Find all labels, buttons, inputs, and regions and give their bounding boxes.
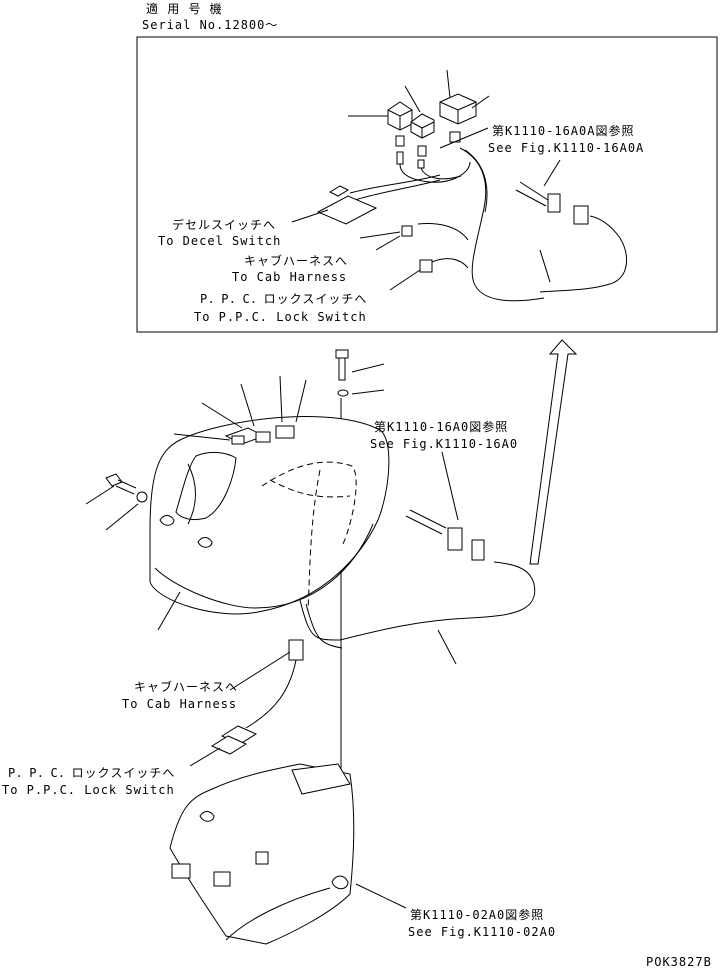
drawing-code: POK3827B [646, 955, 712, 969]
main-cab-jp: キャブハーネスへ [134, 680, 239, 694]
inset-harness [316, 147, 628, 302]
header-title-jp: 適 用 号 機 [146, 2, 223, 16]
inset-decel-jp: デセルスイッチへ [172, 218, 277, 232]
bolt [335, 349, 385, 397]
main-ppc-jp: P．P．C．ロックスイッチへ [8, 766, 176, 780]
main-ref2-en: See Fig.K1110-02A0 [408, 925, 557, 939]
main-ref1-jp: 第K1110-16A0図参照 [374, 420, 509, 434]
screw [85, 473, 148, 531]
bracket [169, 763, 355, 945]
inset-decel-en: To Decel Switch [158, 234, 282, 248]
header-serial: Serial No.12800～ [142, 18, 279, 32]
inset-ref-en: See Fig.K1110-16A0A [488, 141, 645, 155]
inset-switch-1 [348, 101, 413, 165]
inset-ppc-jp: P．P．C．ロックスイッチへ [200, 292, 368, 306]
inset-frame [136, 36, 718, 333]
main-ppc-en: To P.P.C. Lock Switch [2, 783, 175, 797]
main-ref1-en: See Fig.K1110-16A0 [370, 437, 519, 451]
main-ref2-jp: 第K1110-02A0図参照 [410, 908, 545, 922]
console-cover [149, 416, 390, 615]
upward-arrow [529, 339, 578, 565]
inset-cab-en: To Cab Harness [232, 270, 348, 284]
inset-ref-jp: 第K1110-16A0A図参照 [492, 124, 635, 138]
inset-cab-jp: キャブハーネスへ [244, 254, 349, 268]
main-cab-en: To Cab Harness [122, 697, 238, 711]
inset-switch-3 [439, 69, 490, 143]
inset-switch-2 [404, 85, 435, 169]
main-harness [210, 451, 536, 755]
inset-ppc-en: To P.P.C. Lock Switch [194, 310, 367, 324]
